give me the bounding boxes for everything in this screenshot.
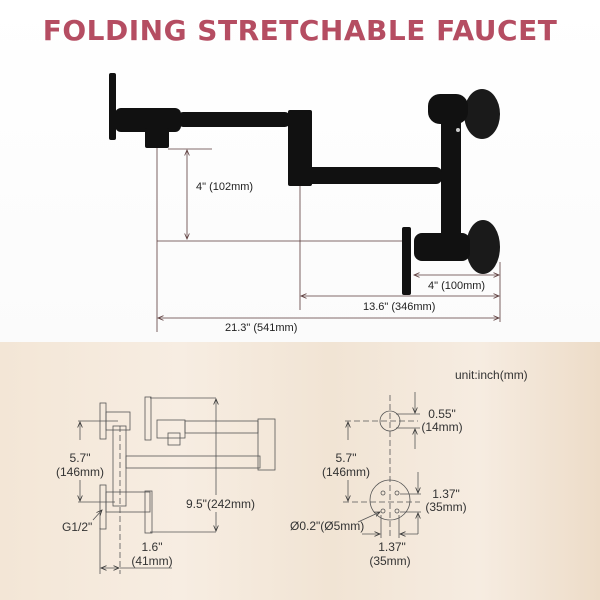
- spout-height-label: 4" (102mm): [196, 181, 254, 193]
- wall-to-handle-label: 4" (100mm): [428, 280, 486, 292]
- lower-wall-flange: [466, 220, 500, 274]
- flange-height-mm: (35mm): [425, 500, 467, 514]
- vertical-pipe: [441, 100, 461, 250]
- flange-width-in: 1.37": [378, 540, 406, 554]
- side-spacing-in: 5.7": [69, 451, 91, 465]
- depth-mm: (41mm): [131, 554, 173, 568]
- wall-to-elbow-label: 13.6" (346mm): [363, 301, 436, 313]
- valve-handle: [402, 227, 411, 295]
- page-title: FOLDING STRETCHABLE FAUCET: [42, 14, 558, 47]
- lower-arm: [300, 167, 442, 184]
- black-faucet: [109, 73, 500, 295]
- valve-body: [414, 233, 470, 261]
- top-dia-in: 0.55": [428, 407, 456, 421]
- mount-spacing-mm: (146mm): [322, 465, 371, 479]
- flange-width-mm: (35mm): [369, 554, 411, 568]
- spout-handle: [109, 73, 116, 140]
- unit-label: unit:inch(mm): [455, 368, 528, 382]
- mount-spacing-in: 5.7": [335, 451, 357, 465]
- upper-arm: [178, 112, 290, 127]
- elbow-joint: [288, 110, 312, 186]
- thread-label: G1/2": [62, 520, 93, 534]
- mount-view-drawing: [343, 392, 421, 538]
- total-length-label: 21.3" (541mm): [225, 322, 298, 334]
- side-spacing-mm: (146mm): [56, 465, 105, 479]
- hole-diameter-label: Ø0.2"(Ø5mm): [290, 519, 365, 533]
- flange-height-in: 1.37": [432, 487, 460, 501]
- spout-nozzle: [145, 128, 169, 148]
- spout-body: [115, 108, 181, 132]
- top-dimension-lines: [156, 148, 501, 332]
- top-cylinder: [428, 94, 468, 124]
- height-label: 9.5"(242mm): [186, 497, 255, 511]
- side-view-drawing: [78, 396, 276, 574]
- depth-in: 1.6": [141, 540, 163, 554]
- top-dia-mm: (14mm): [421, 420, 463, 434]
- upper-wall-flange: [464, 89, 500, 139]
